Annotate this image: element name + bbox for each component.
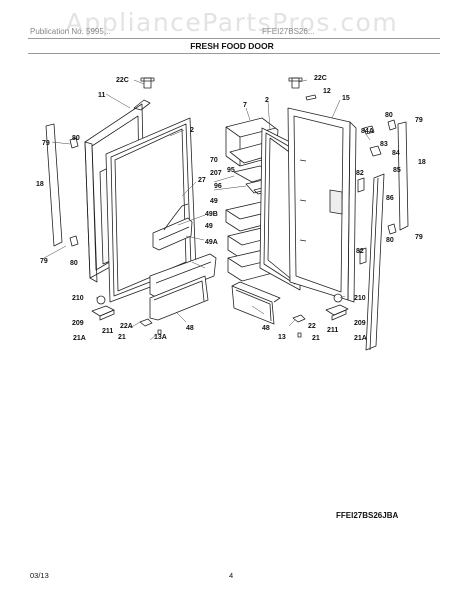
callout-80-left-bottom: 80 — [70, 260, 78, 267]
callout-80-right-top: 80 — [385, 112, 393, 119]
callout-96: 96 — [214, 183, 222, 190]
callout-48-right: 48 — [262, 325, 270, 332]
right-hinge-parts — [288, 77, 349, 338]
callout-27: 27 — [198, 177, 206, 184]
callout-85: 85 — [393, 167, 401, 174]
callout-22: 22 — [308, 323, 316, 330]
callout-13: 13 — [278, 334, 286, 341]
callout-207: 207 — [210, 170, 222, 177]
callout-79-right-top: 79 — [415, 117, 423, 124]
header-rule — [28, 38, 440, 39]
callout-211-left: 211 — [102, 328, 113, 335]
publication-number: Publication No. 5995... — [30, 27, 111, 36]
left-door-bins — [45, 123, 217, 321]
callout-11: 11 — [98, 92, 106, 99]
callout-21-left: 21 — [118, 334, 126, 341]
callout-80-right-bottom: 80 — [386, 237, 394, 244]
callout-211-right: 211 — [327, 327, 338, 334]
callout-84: 84 — [392, 150, 400, 157]
callout-209-right: 209 — [354, 320, 366, 327]
callout-21A-right: 21A — [354, 335, 367, 342]
page-title: FRESH FOOD DOOR — [190, 41, 274, 51]
callout-22C-right: 22C — [314, 75, 327, 82]
callout-84A: 84A — [361, 128, 374, 135]
callout-210-left: 210 — [72, 295, 84, 302]
callout-13A: 13A — [154, 334, 167, 341]
callout-22A: 22A — [120, 323, 133, 330]
callout-2-right: 2 — [265, 97, 269, 104]
right-door-trim — [357, 119, 409, 351]
callout-95: 95 — [227, 167, 235, 174]
callout-79-right-bottom: 79 — [415, 234, 423, 241]
page-number: 4 — [229, 571, 234, 580]
callout-18-right: 18 — [418, 159, 426, 166]
title-rule — [28, 53, 440, 54]
callout-12: 12 — [323, 88, 331, 95]
model-header: FFEI27BS26... — [262, 27, 315, 36]
model-number: FFEI27BS26JBA — [336, 511, 399, 520]
left-hinge-parts — [91, 77, 162, 335]
callout-82-top: 82 — [356, 170, 364, 177]
callout-49A: 49A — [205, 239, 218, 246]
callout-83: 83 — [380, 141, 388, 148]
callout-209-left: 209 — [72, 320, 84, 327]
callout-82-bottom: 82 — [356, 248, 364, 255]
callout-79-left-bottom: 79 — [40, 258, 48, 265]
callout-labels: 22C 11 2 79 80 18 79 80 27 49B 49 49A 21… — [36, 75, 426, 342]
callout-48-left: 48 — [186, 325, 194, 332]
footer-date: 03/13 — [30, 571, 49, 580]
watermark: AppliancePartsPros.com — [65, 8, 399, 37]
callout-21-right: 21 — [312, 335, 320, 342]
callout-80-left-top: 80 — [72, 135, 80, 142]
callout-70: 70 — [210, 157, 218, 164]
callout-21A-left: 21A — [73, 335, 86, 342]
callout-210-right: 210 — [354, 295, 366, 302]
callout-22C-left: 22C — [116, 77, 129, 84]
callout-7: 7 — [243, 102, 247, 109]
callout-86: 86 — [386, 195, 394, 202]
callout-15: 15 — [342, 95, 350, 102]
callout-49-center: 49 — [210, 198, 218, 205]
leader-lines — [43, 79, 371, 341]
callout-79-left-top: 79 — [42, 140, 50, 147]
callout-49B: 49B — [205, 211, 218, 218]
callout-49-left: 49 — [205, 223, 213, 230]
right-door-assembly — [287, 107, 357, 303]
callout-18-left: 18 — [36, 181, 44, 188]
callout-2-left: 2 — [190, 127, 194, 134]
